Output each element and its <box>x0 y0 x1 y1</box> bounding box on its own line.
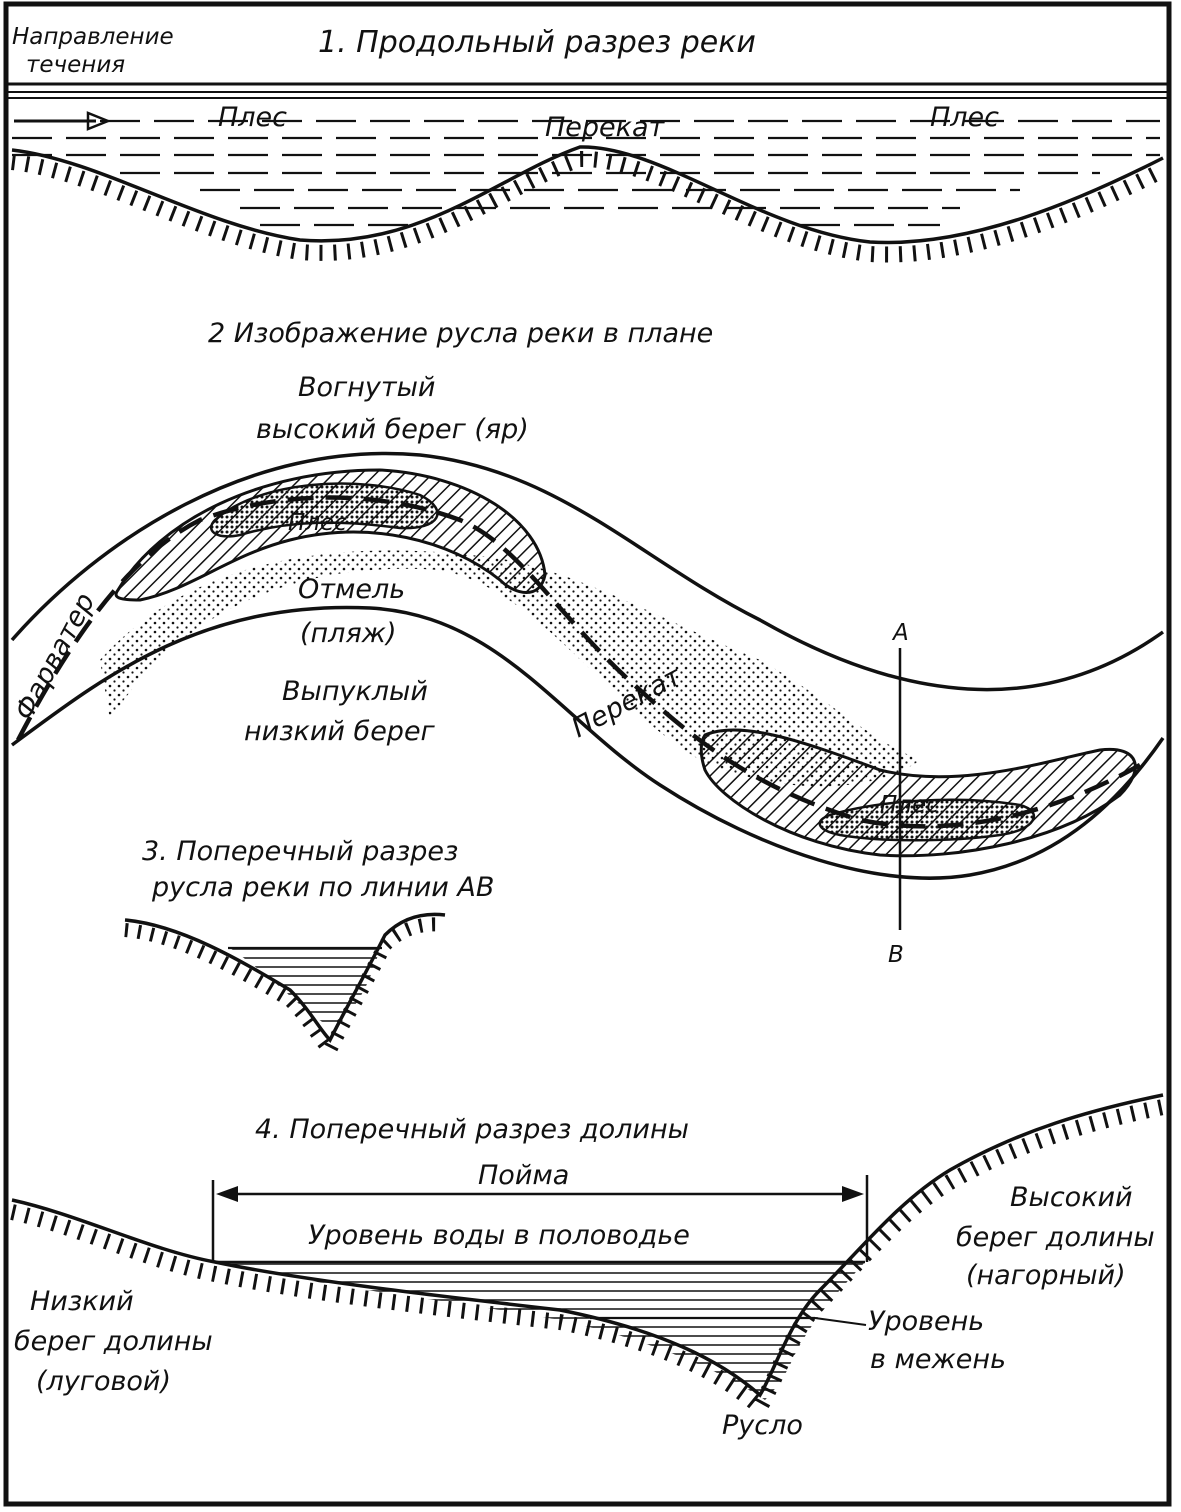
pool-deep-core-lower <box>818 798 1036 842</box>
channel-label: Русло <box>722 1410 803 1441</box>
pool-label-right: Плес <box>930 102 999 133</box>
pool-label-left: Плес <box>218 102 287 133</box>
lower-bank-line <box>10 605 1165 880</box>
section-cross-section-ab: 3. Поперечный разрез русла реки по линии… <box>124 836 494 1062</box>
floodplain-arrow-right <box>842 1186 864 1202</box>
high-bank-label-line1: Высокий <box>1010 1182 1133 1213</box>
floodplain-arrow-left <box>216 1186 238 1202</box>
flow-direction-label-line1: Направление <box>12 24 174 50</box>
riffle-label: Перекат <box>545 112 666 143</box>
low-water-leader <box>814 1317 867 1326</box>
convex-bank-label-line2: низкий берег <box>244 716 436 747</box>
low-water-label-line1: Уровень <box>868 1306 984 1337</box>
cross-section-water <box>230 948 380 1028</box>
concave-bank-label-line1: Вогнутый <box>298 372 435 403</box>
pool-deep-core-upper <box>209 482 439 538</box>
valley-profile <box>11 1093 1164 1398</box>
high-bank-label-line3: (нагорный) <box>966 1260 1126 1291</box>
low-water-label-line2: в межень <box>870 1344 1006 1375</box>
section-longitudinal-profile: Направление течения 1. Продольный разрез… <box>6 24 1169 263</box>
outer-frame <box>3 1 1172 1507</box>
pool-label-lower: Плес <box>880 792 939 818</box>
flood-level-label: Уровень воды в половодье <box>308 1220 690 1251</box>
low-bank-label-line3: (луговой) <box>36 1366 171 1397</box>
convex-bank-label-line1: Выпуклый <box>282 676 428 707</box>
shoal-area <box>100 550 920 787</box>
flow-direction-label-line2: течения <box>26 52 125 78</box>
fairway-line <box>16 495 1142 829</box>
pool-area-upper <box>114 468 547 602</box>
section-channel-plan: 2 Изображение русла реки в плане Вогнуты… <box>9 318 1165 968</box>
section4-title: 4. Поперечный разрез долины <box>255 1114 689 1145</box>
flood-water <box>215 1262 865 1400</box>
fairway-label: Фарватер <box>9 588 102 725</box>
riverbed-profile <box>11 145 1164 245</box>
shoal-label-line2: (пляж) <box>300 618 397 649</box>
low-bank-label-line2: берег долины <box>14 1326 213 1357</box>
section-valley-cross-section: 4. Поперечный разрез долины Пойма Уровен… <box>10 1093 1165 1441</box>
point-a-label: А <box>891 620 909 646</box>
pool-label-upper: Плес <box>288 510 347 536</box>
concave-bank-label-line2: высокий берег (яр) <box>256 414 529 445</box>
water-dash-lines <box>12 119 1160 227</box>
flow-direction-arrow <box>14 111 112 131</box>
high-bank-label-line2: берег долины <box>956 1222 1155 1253</box>
upper-bank-line <box>10 451 1165 692</box>
low-bank-label-line1: Низкий <box>30 1286 134 1317</box>
section1-title: 1. Продольный разрез реки <box>318 25 756 60</box>
floodplain-label: Пойма <box>478 1160 569 1191</box>
section3-title-line1: 3. Поперечный разрез <box>142 836 458 867</box>
valley-hatching <box>10 1099 1165 1420</box>
point-b-label: В <box>888 942 904 968</box>
section2-title: 2 Изображение русла реки в плане <box>208 318 713 349</box>
shoal-label-line1: Отмель <box>298 574 405 605</box>
section3-title-line2: русла реки по линии АВ <box>151 872 494 903</box>
